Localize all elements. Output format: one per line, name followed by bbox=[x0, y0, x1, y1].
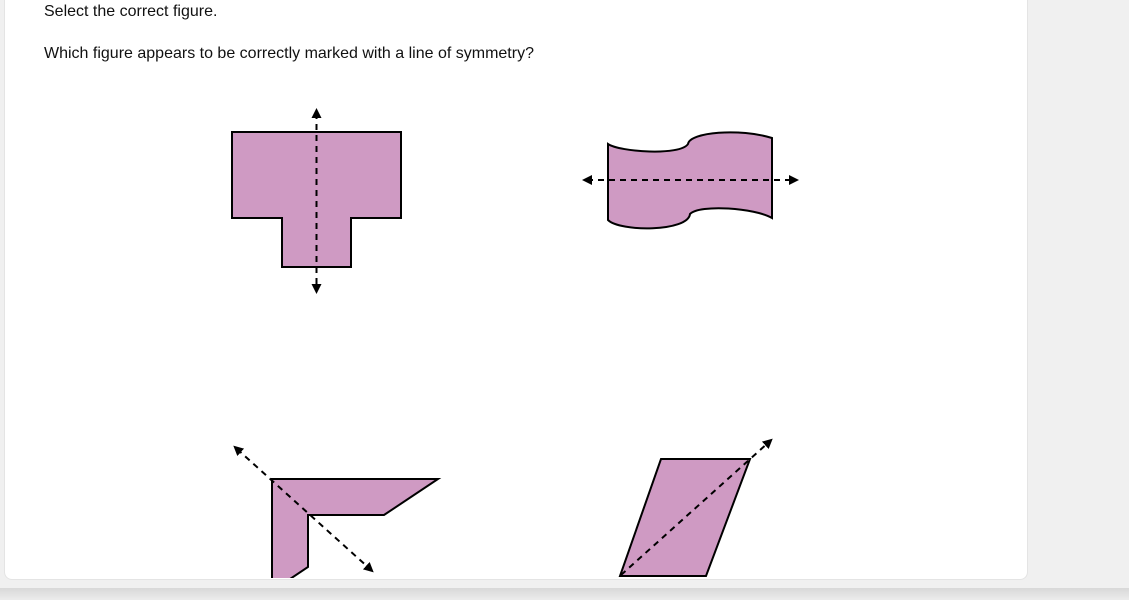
choice-wave-shape[interactable] bbox=[582, 131, 799, 230]
choice-parallelogram[interactable] bbox=[618, 438, 773, 577]
bottom-bar bbox=[0, 588, 1129, 600]
figures-canvas bbox=[231, 108, 799, 578]
symmetry-line-diagonal bbox=[620, 438, 773, 576]
instruction-text: Select the correct figure. bbox=[44, 3, 218, 20]
parallelogram bbox=[618, 458, 752, 577]
choice-l-shape[interactable] bbox=[233, 445, 442, 578]
symmetry-line-diagonal bbox=[233, 445, 374, 573]
choice-t-shape[interactable] bbox=[231, 108, 402, 294]
question-card bbox=[4, 0, 1028, 580]
l-shape bbox=[271, 478, 442, 578]
question-prompt: Which figure appears to be correctly mar… bbox=[44, 45, 534, 62]
